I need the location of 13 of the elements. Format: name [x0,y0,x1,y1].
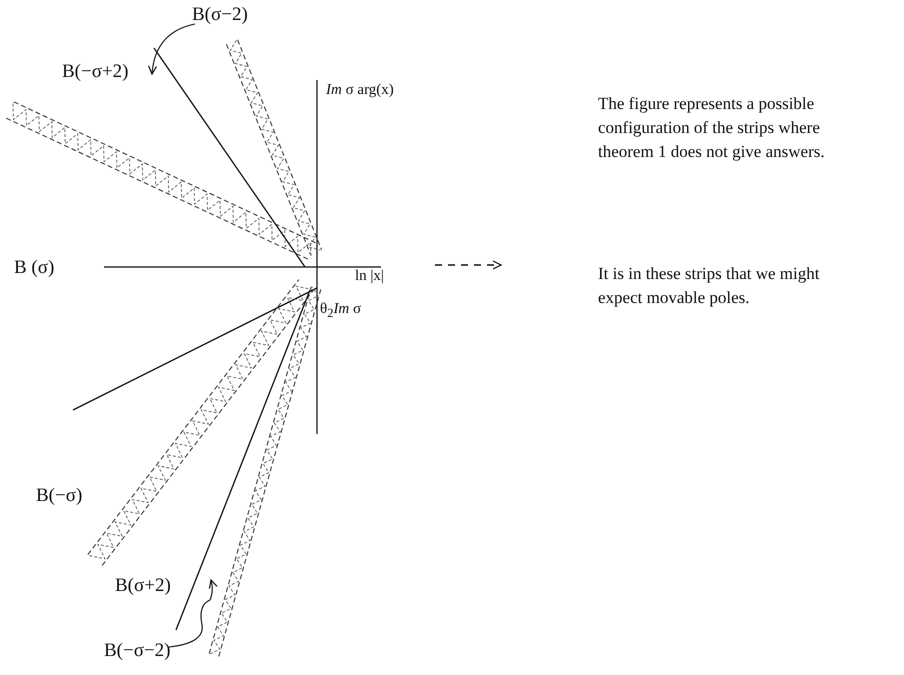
axis-label: ln |x| [355,268,384,284]
leader-arrow [148,23,196,75]
strip-label: B(σ−2) [192,5,248,26]
strip-label: B (σ) [14,258,54,279]
leader-arrow [168,579,218,648]
strip-label: B(σ+2) [115,576,171,597]
description-text: It is in these strips that we might expect movable poles. [598,263,820,309]
strip-label: B(−σ−2) [104,641,170,662]
strip-label: B(−σ+2) [62,62,128,83]
description-text: The figure represents a possible configuration of the strips where theorem 1 does not give answers. [598,93,826,163]
angle-label: θ$_{2}$Im σ [320,301,362,321]
axis-label: Im σ arg(x) [326,82,394,98]
strip-label: B(−σ) [36,486,82,507]
